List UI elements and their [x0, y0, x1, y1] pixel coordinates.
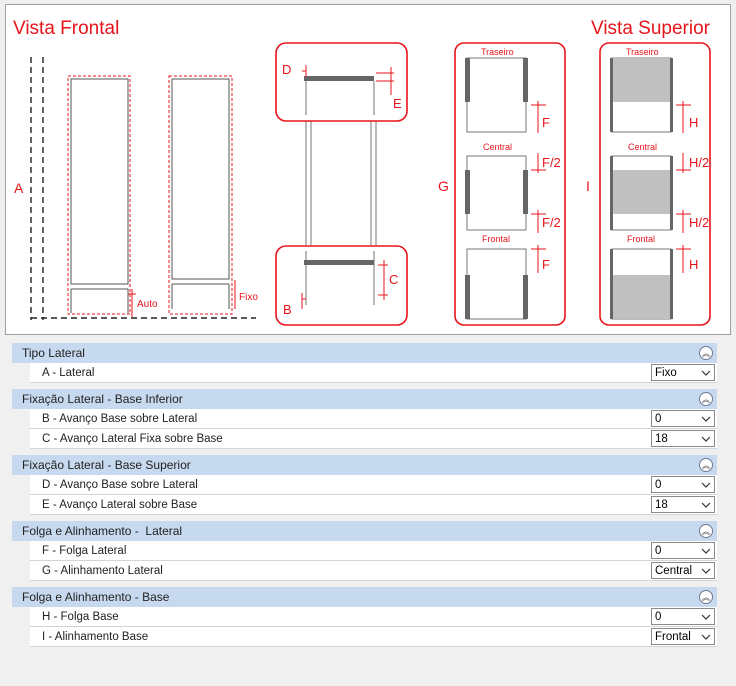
label-i: I: [586, 178, 590, 194]
chevron-down-icon: [701, 502, 711, 508]
property-label: A - Lateral: [42, 366, 95, 379]
group-header[interactable]: Fixação Lateral - Base Superior ︽: [12, 455, 717, 475]
chevron-down-icon: [701, 634, 711, 640]
select-value: Central: [655, 564, 693, 577]
property-label: E - Avanço Lateral sobre Base: [42, 498, 198, 511]
e-select[interactable]: 18: [651, 496, 715, 513]
i-select[interactable]: Frontal: [651, 628, 715, 645]
left-title: Vista Frontal: [13, 18, 119, 39]
property-row: D - Avanço Base sobre Lateral 0: [30, 475, 717, 495]
diagram-svg: Vista Frontal Vista Superior A Auto Fixo: [13, 18, 711, 326]
chevron-down-icon: [701, 548, 711, 554]
collapse-icon[interactable]: ︽: [699, 392, 713, 406]
property-label: B - Avanço Base sobre Lateral: [42, 412, 198, 425]
collapse-icon[interactable]: ︽: [699, 458, 713, 472]
group-title: Folga e Alinhamento - Lateral: [22, 524, 183, 538]
label-fixo: Fixo: [239, 292, 258, 303]
label-h-top: H: [689, 115, 698, 130]
select-value: 0: [655, 544, 662, 557]
property-row: H - Folga Base 0: [30, 607, 717, 627]
collapse-icon[interactable]: ︽: [699, 590, 713, 604]
chevron-down-icon: [701, 436, 711, 442]
select-value: 0: [655, 610, 662, 623]
group-base-inferior: Fixação Lateral - Base Inferior ︽ B - Av…: [12, 389, 717, 449]
property-row: F - Folga Lateral 0: [30, 541, 717, 561]
group-title: Tipo Lateral: [22, 346, 85, 360]
select-value: 0: [655, 412, 662, 425]
select-value: Fixo: [655, 366, 677, 379]
d-select[interactable]: 0: [651, 476, 715, 493]
label-auto: Auto: [137, 299, 158, 310]
property-row: C - Avanço Lateral Fixa sobre Base 18: [30, 429, 717, 449]
property-row: B - Avanço Base sobre Lateral 0: [30, 409, 717, 429]
label-f-top: F: [542, 115, 550, 130]
select-value: Frontal: [655, 630, 691, 643]
property-label: H - Folga Base: [42, 610, 119, 623]
chevron-down-icon: [701, 568, 711, 574]
chevron-down-icon: [701, 482, 711, 488]
label-f2-bottom: F/2: [542, 215, 561, 230]
group-header[interactable]: Fixação Lateral - Base Inferior ︽: [12, 389, 717, 409]
label-g-traseiro: Traseiro: [481, 47, 514, 57]
collapse-icon[interactable]: ︽: [699, 524, 713, 538]
property-label: D - Avanço Base sobre Lateral: [42, 478, 198, 491]
label-g-frontal: Frontal: [482, 234, 510, 244]
property-row: A - Lateral Fixo: [30, 363, 717, 383]
property-row: I - Alinhamento Base Frontal: [30, 627, 717, 647]
label-h2-bottom: H/2: [689, 215, 709, 230]
property-label: F - Folga Lateral: [42, 544, 127, 557]
label-h2-top: H/2: [689, 155, 709, 170]
chevron-down-icon: [701, 370, 711, 376]
g-select[interactable]: Central: [651, 562, 715, 579]
label-d: D: [282, 62, 291, 77]
property-label: I - Alinhamento Base: [42, 630, 149, 643]
label-a: A: [14, 180, 24, 196]
lateral-select[interactable]: Fixo: [651, 364, 715, 381]
label-i-frontal: Frontal: [627, 234, 655, 244]
b-select[interactable]: 0: [651, 410, 715, 427]
label-h-bottom: H: [689, 257, 698, 272]
select-value: 18: [655, 498, 668, 511]
label-f2-top: F/2: [542, 155, 561, 170]
right-title: Vista Superior: [591, 18, 711, 39]
group-title: Fixação Lateral - Base Superior: [22, 458, 191, 472]
group-base-superior: Fixação Lateral - Base Superior ︽ D - Av…: [12, 455, 717, 515]
label-e: E: [393, 96, 402, 111]
select-value: 0: [655, 478, 662, 491]
label-f-bottom: F: [542, 257, 550, 272]
property-label: G - Alinhamento Lateral: [42, 564, 163, 577]
group-header[interactable]: Folga e Alinhamento - Lateral ︽: [12, 521, 717, 541]
label-i-traseiro: Traseiro: [626, 47, 659, 57]
group-tipo-lateral: Tipo Lateral ︽ A - Lateral Fixo: [12, 343, 717, 383]
label-g: G: [438, 178, 449, 194]
group-title: Fixação Lateral - Base Inferior: [22, 392, 183, 406]
group-folga-base: Folga e Alinhamento - Base ︽ H - Folga B…: [12, 587, 717, 647]
label-c: C: [389, 272, 398, 287]
group-title: Folga e Alinhamento - Base: [22, 590, 170, 604]
select-value: 18: [655, 432, 668, 445]
f-select[interactable]: 0: [651, 542, 715, 559]
diagram-panel: Vista Frontal Vista Superior A Auto Fixo: [5, 4, 731, 335]
property-row: E - Avanço Lateral sobre Base 18: [30, 495, 717, 515]
label-g-central: Central: [483, 142, 512, 152]
label-b: B: [283, 302, 292, 317]
group-folga-lateral: Folga e Alinhamento - Lateral ︽ F - Folg…: [12, 521, 717, 581]
collapse-icon[interactable]: ︽: [699, 346, 713, 360]
property-row: G - Alinhamento Lateral Central: [30, 561, 717, 581]
chevron-down-icon: [701, 614, 711, 620]
c-select[interactable]: 18: [651, 430, 715, 447]
group-header[interactable]: Folga e Alinhamento - Base ︽: [12, 587, 717, 607]
label-i-central: Central: [628, 142, 657, 152]
property-grid: Tipo Lateral ︽ A - Lateral Fixo Fixação …: [12, 343, 717, 653]
property-label: C - Avanço Lateral Fixa sobre Base: [42, 432, 223, 445]
h-select[interactable]: 0: [651, 608, 715, 625]
group-header[interactable]: Tipo Lateral ︽: [12, 343, 717, 363]
chevron-down-icon: [701, 416, 711, 422]
